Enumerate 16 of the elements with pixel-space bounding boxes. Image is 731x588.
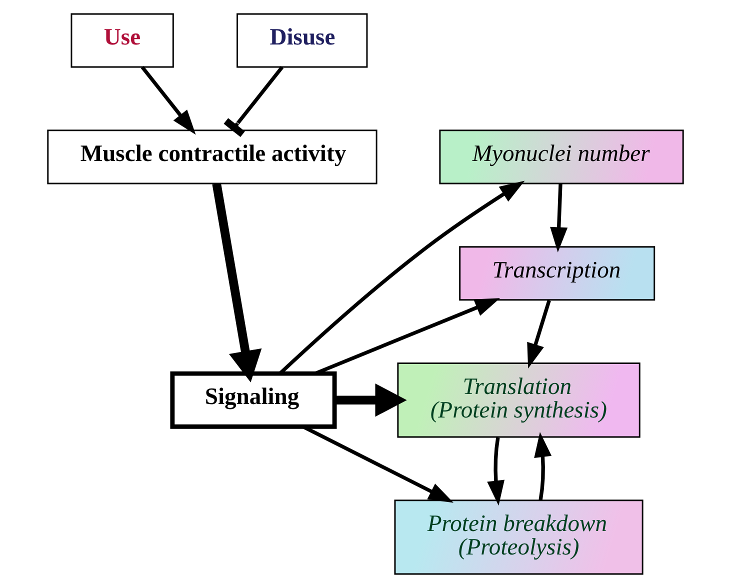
node-box: Disuse — [236, 13, 368, 68]
arrow — [334, 384, 407, 417]
arrow — [534, 432, 552, 500]
arrow — [550, 184, 568, 252]
arrow — [487, 437, 505, 506]
node-box: Transcription — [459, 246, 656, 301]
node-box: Use — [70, 13, 174, 68]
arrow — [527, 300, 551, 368]
connector — [224, 66, 284, 138]
arrow — [140, 66, 196, 135]
node-box: Translation (Protein synthesis) — [397, 362, 640, 438]
node-box: Signaling — [170, 371, 337, 429]
arrow — [212, 182, 262, 382]
node-box: Protein breakdown (Proteolysis) — [394, 500, 644, 575]
node-box: Myonuclei number — [439, 130, 684, 184]
node-box: Muscle contractile activity — [47, 130, 378, 184]
